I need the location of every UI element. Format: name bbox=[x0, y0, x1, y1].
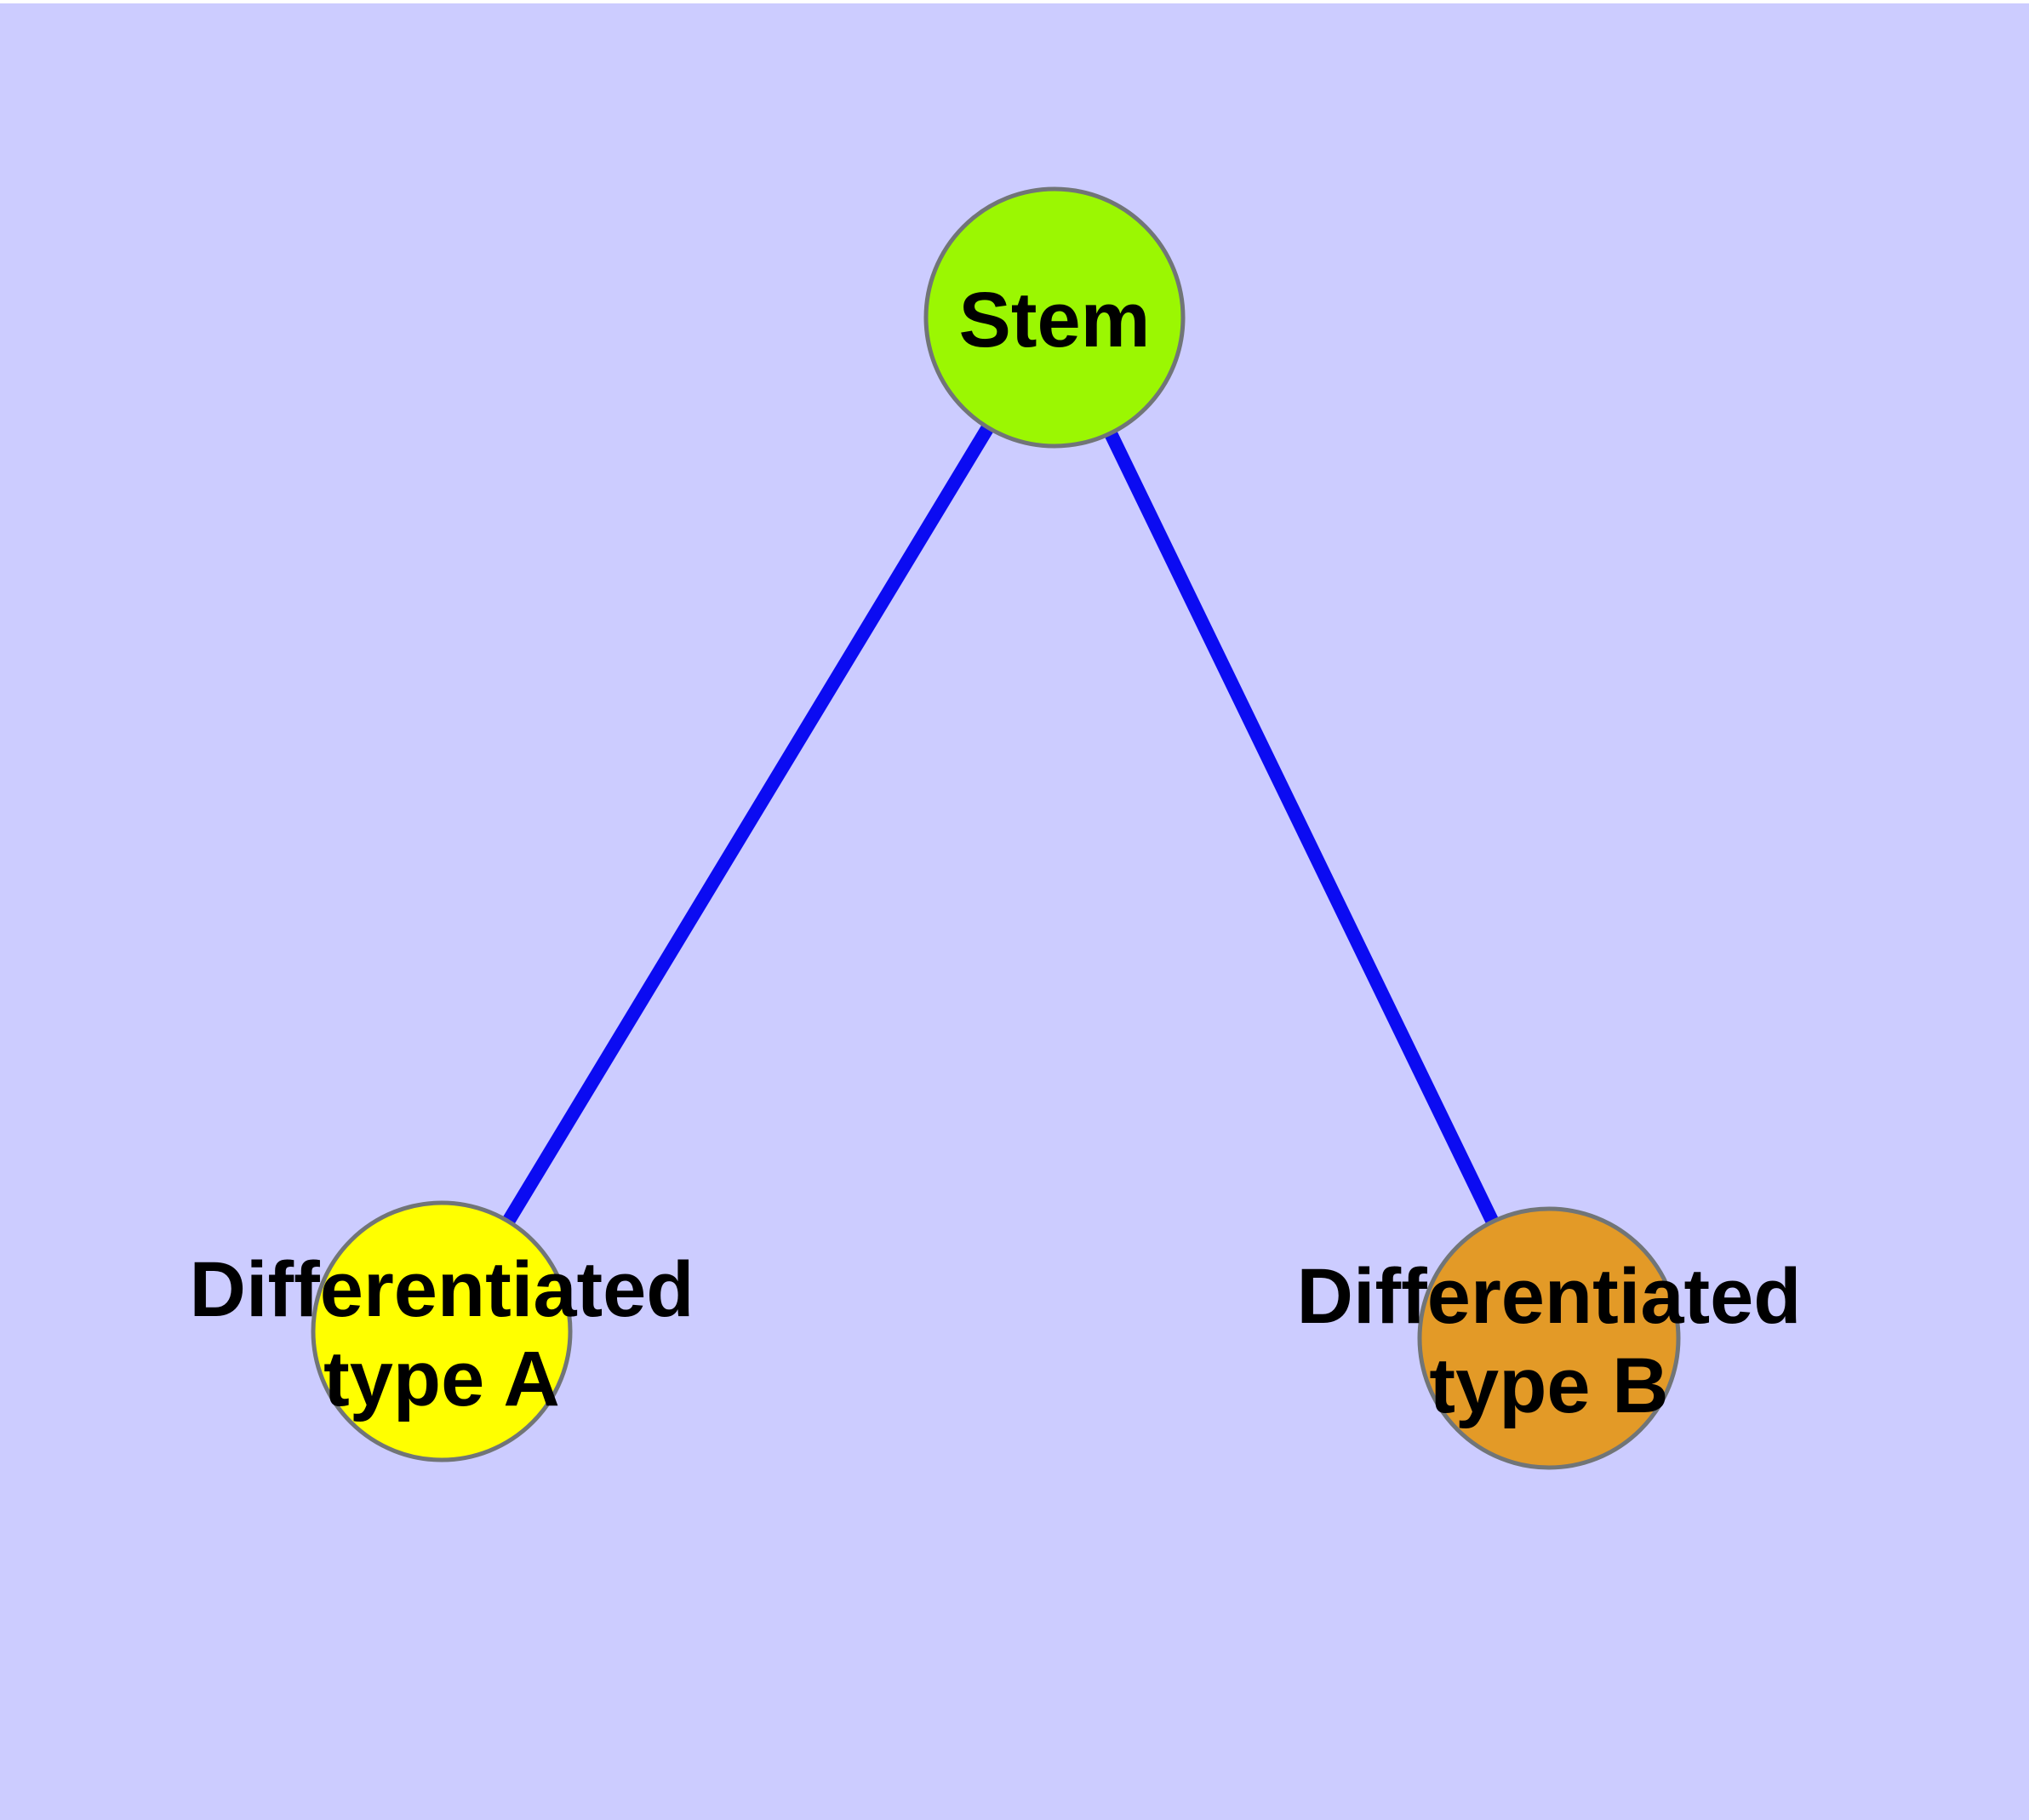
node-differentiated-type-a bbox=[311, 1200, 573, 1462]
node-type-a-label-line1: Differentiated bbox=[190, 1246, 694, 1333]
edge-stem-to-type-a bbox=[436, 313, 1060, 1336]
edge-stem-to-type-b bbox=[1048, 314, 1556, 1342]
node-type-a-label-line2: type A bbox=[323, 1336, 560, 1422]
top-margin-strip bbox=[0, 0, 2029, 3]
node-type-b-label-line2: type B bbox=[1429, 1342, 1668, 1429]
node-differentiated-type-b bbox=[1417, 1206, 1681, 1470]
node-type-b-label-line1: Differentiated bbox=[1297, 1253, 1802, 1340]
node-stem-label: Stem bbox=[959, 277, 1151, 363]
node-stem bbox=[923, 186, 1186, 449]
